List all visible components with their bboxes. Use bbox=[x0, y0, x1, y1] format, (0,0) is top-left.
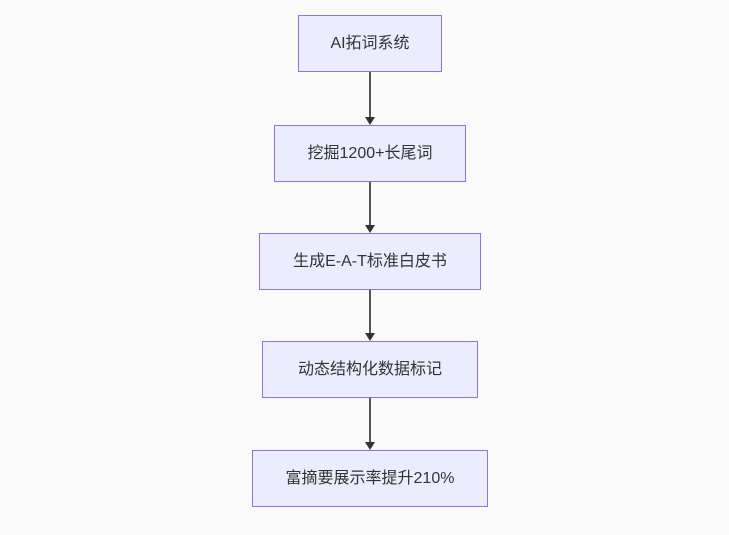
flow-node-label: 动态结构化数据标记 bbox=[297, 360, 442, 378]
flow-node-label: 生成E-A-T标准白皮书 bbox=[293, 252, 447, 270]
arrow-line-n2-n3 bbox=[369, 182, 371, 225]
flow-node-generate-eat-whitepaper: 生成E-A-T标准白皮书 bbox=[259, 233, 481, 290]
arrow-line-n3-n4 bbox=[369, 290, 371, 333]
flow-node-mine-longtail-keywords: 挖掘1200+长尾词 bbox=[274, 125, 466, 182]
flow-node-label: 挖掘1200+长尾词 bbox=[307, 144, 433, 162]
arrow-head-icon bbox=[365, 442, 375, 450]
flow-node-label: AI拓词系统 bbox=[330, 34, 410, 52]
flow-node-rich-snippet-rate-increase: 富摘要展示率提升210% bbox=[252, 450, 488, 507]
flow-node-ai-word-expansion-system: AI拓词系统 bbox=[298, 15, 442, 72]
arrow-head-icon bbox=[365, 117, 375, 125]
flow-node-dynamic-structured-data-markup: 动态结构化数据标记 bbox=[262, 341, 478, 398]
arrow-line-n1-n2 bbox=[369, 72, 371, 117]
arrow-line-n4-n5 bbox=[369, 398, 371, 442]
arrow-head-icon bbox=[365, 333, 375, 341]
arrow-head-icon bbox=[365, 225, 375, 233]
flow-node-label: 富摘要展示率提升210% bbox=[285, 469, 455, 487]
